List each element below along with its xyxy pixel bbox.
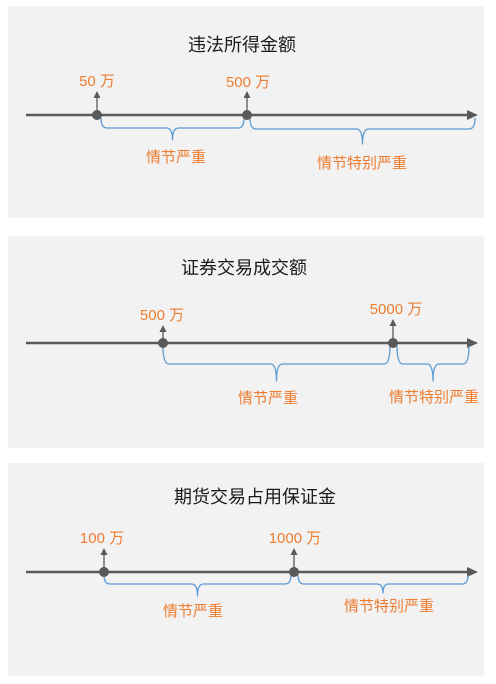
range-label-especially-serious: 情节特别严重 bbox=[344, 598, 434, 615]
threshold-marker-lower: 500 万 bbox=[140, 307, 184, 348]
threshold-label: 50 万 bbox=[79, 73, 115, 90]
panel-securities-turnover: 证券交易成交额 情节严重 情节特别严重 500 万 5000 万 bbox=[8, 236, 484, 448]
range-brace-serious bbox=[103, 574, 292, 597]
axis-arrowhead bbox=[467, 338, 478, 348]
range-label-especially-serious: 情节特别严重 bbox=[389, 389, 479, 406]
range-brace-especially-serious bbox=[297, 574, 469, 594]
threshold-marker-lower: 100 万 bbox=[80, 530, 124, 577]
threshold-marker-lower: 50 万 bbox=[79, 73, 115, 120]
threshold-label: 5000 万 bbox=[370, 301, 423, 318]
number-line-diagram: 期货交易占用保证金 情节严重 情节特别严重 100 万 1000 万 bbox=[26, 487, 478, 620]
range-label-especially-serious: 情节特别严重 bbox=[317, 155, 407, 172]
marker-arrowhead bbox=[159, 325, 167, 332]
threshold-label: 500 万 bbox=[140, 307, 184, 324]
panel-futures-margin: 期货交易占用保证金 情节严重 情节特别严重 100 万 1000 万 bbox=[8, 463, 484, 676]
range-brace-serious bbox=[100, 117, 245, 141]
panel-title: 证券交易成交额 bbox=[181, 258, 307, 278]
panel-title: 期货交易占用保证金 bbox=[174, 487, 336, 507]
threshold-dot bbox=[92, 110, 102, 120]
marker-arrowhead bbox=[243, 91, 251, 98]
threshold-marker-upper: 500 万 bbox=[226, 74, 270, 120]
marker-arrowhead bbox=[93, 91, 101, 98]
range-label-serious: 情节严重 bbox=[238, 390, 298, 407]
marker-arrowhead bbox=[100, 548, 108, 555]
axis-arrowhead bbox=[467, 110, 478, 120]
threshold-dot bbox=[158, 338, 168, 348]
threshold-label: 1000 万 bbox=[269, 530, 322, 547]
marker-arrowhead bbox=[389, 319, 397, 326]
panel-illegal-gains: 违法所得金额 情节严重 情节特别严重 50 万 500 万 bbox=[8, 6, 484, 218]
threshold-marker-upper: 5000 万 bbox=[370, 301, 423, 348]
threshold-dot bbox=[242, 110, 252, 120]
panel-title: 违法所得金额 bbox=[188, 35, 296, 55]
range-brace-serious bbox=[162, 345, 391, 382]
range-label-serious: 情节严重 bbox=[146, 149, 206, 166]
axis-arrowhead bbox=[467, 567, 478, 577]
range-brace-especially-serious bbox=[396, 345, 470, 382]
threshold-dot bbox=[289, 567, 299, 577]
number-line-diagram: 违法所得金额 情节严重 情节特别严重 50 万 500 万 bbox=[26, 35, 478, 172]
number-line-diagram: 证券交易成交额 情节严重 情节特别严重 500 万 5000 万 bbox=[26, 258, 479, 407]
marker-arrowhead bbox=[290, 548, 298, 555]
threshold-label: 100 万 bbox=[80, 530, 124, 547]
threshold-dot bbox=[99, 567, 109, 577]
threshold-marker-upper: 1000 万 bbox=[269, 530, 322, 577]
threshold-dot bbox=[388, 338, 398, 348]
range-brace-especially-serious bbox=[249, 117, 476, 145]
range-label-serious: 情节严重 bbox=[163, 603, 223, 620]
threshold-label: 500 万 bbox=[226, 74, 270, 91]
